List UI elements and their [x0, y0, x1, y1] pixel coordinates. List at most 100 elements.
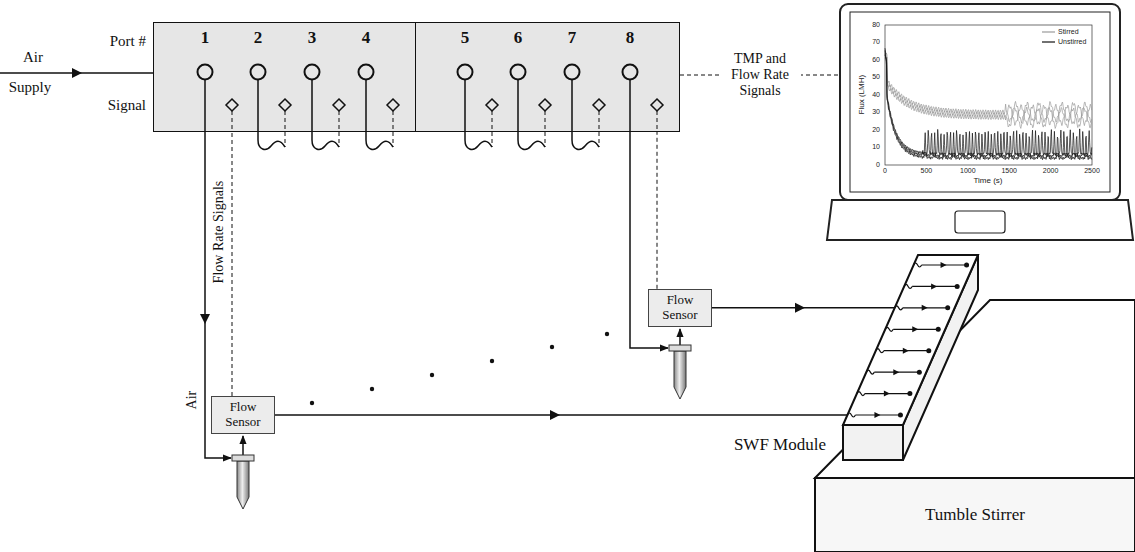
tumble-stirrer — [815, 478, 1135, 552]
air-port — [359, 65, 374, 80]
port-number: 5 — [461, 28, 470, 48]
air-port — [623, 65, 638, 80]
channel-arrow — [903, 348, 909, 354]
swf-module — [843, 425, 903, 460]
signal-wire — [545, 111, 546, 147]
signal-port — [486, 99, 498, 111]
channel-end — [907, 391, 912, 396]
signal-wire — [599, 111, 600, 147]
continuation-dots — [430, 373, 434, 377]
signal-wire — [393, 111, 394, 147]
air-port — [198, 65, 213, 80]
air-line — [275, 414, 847, 416]
stirred-curve — [885, 57, 1092, 128]
capped-tube — [366, 80, 393, 150]
channel-arrow — [931, 283, 937, 289]
legend-line — [1042, 41, 1055, 42]
unstirred-curve — [885, 50, 1092, 157]
channel-inlet — [895, 306, 903, 310]
chart-frame — [885, 25, 1092, 165]
channel-inlet — [857, 392, 865, 396]
tick-label: 1500 — [1001, 167, 1017, 175]
tick-label: 0 — [876, 161, 880, 169]
continuation-dots — [370, 387, 374, 391]
axis-title: Flux (LMH) — [857, 75, 866, 115]
signal-label: TMP and Flow Rate Signals — [719, 51, 801, 99]
continuation-dots — [550, 345, 554, 349]
stirred-curve — [885, 54, 1092, 126]
channel-inlet — [847, 413, 855, 417]
supply-label: Supply — [9, 79, 52, 96]
swf-module — [843, 255, 978, 425]
signal-port — [226, 99, 238, 111]
controller-housing — [153, 22, 680, 132]
flux-curve — [885, 48, 1092, 160]
capped-tube — [518, 80, 545, 150]
signal-port — [539, 99, 551, 111]
tick-label: 1000 — [960, 167, 976, 175]
port-number: 1 — [201, 28, 210, 48]
signal-connector — [232, 132, 233, 396]
continuation-dots — [490, 359, 494, 363]
chart-frame — [885, 25, 1092, 165]
signal-wire — [657, 111, 658, 132]
continuation-dots — [310, 332, 609, 405]
tick-label: 50 — [872, 73, 880, 81]
sensor-probe — [232, 455, 254, 461]
channel-arrow — [893, 369, 899, 375]
air-port — [305, 65, 320, 80]
channel-end — [926, 348, 931, 353]
channel-end — [964, 263, 969, 268]
flow-arrow — [200, 314, 210, 324]
signal-port — [226, 99, 663, 111]
flow-sensor-box: Flow Sensor — [211, 396, 275, 434]
sensor-probe — [237, 461, 249, 509]
part-name: SWF Module — [734, 435, 826, 455]
air-port — [458, 65, 473, 80]
signal-wire — [232, 111, 233, 132]
air-supply-line — [72, 68, 82, 78]
signal-port — [593, 99, 605, 111]
port-number: 7 — [568, 28, 577, 48]
row-heading: Signal — [108, 97, 146, 114]
channel-inlet — [914, 263, 922, 267]
module-channel — [847, 262, 969, 418]
air-supply-line — [0, 68, 153, 78]
channel-arrow — [874, 412, 880, 418]
laptop — [840, 4, 1120, 200]
tick-label: 500 — [921, 167, 933, 175]
signal-port — [279, 99, 291, 111]
port-number: 6 — [514, 28, 523, 48]
laptop — [850, 12, 1110, 192]
signal-port — [333, 99, 345, 111]
channel-inlet — [885, 327, 893, 331]
continuation-dots — [310, 401, 314, 405]
channel-arrow — [922, 305, 928, 311]
part-name: Tumble Stirrer — [925, 505, 1025, 525]
port-panel: 1234 — [153, 22, 416, 132]
capped-tube — [465, 80, 492, 150]
port-number: 3 — [308, 28, 317, 48]
tumble-stirrer — [815, 300, 1135, 552]
tick-label: 20 — [872, 126, 880, 134]
tick-label: 80 — [872, 21, 880, 29]
channel-inlet — [866, 370, 874, 374]
air-port — [251, 65, 266, 80]
signal-port — [651, 99, 663, 111]
sensor-label: Flow Sensor — [653, 293, 707, 323]
signal-connector — [657, 132, 658, 289]
channel-arrow — [912, 326, 918, 332]
channel-end — [945, 305, 950, 310]
legend-sample — [1042, 32, 1055, 42]
swf-module — [843, 255, 978, 460]
tick-label: 60 — [872, 56, 880, 64]
port-number: 8 — [626, 28, 635, 48]
air-label: Air — [184, 391, 200, 410]
tick-label: 0 — [883, 167, 887, 175]
tick-label: 2500 — [1084, 167, 1100, 175]
row-heading: Port # — [110, 33, 146, 50]
tick-label: 40 — [872, 91, 880, 99]
sensor-label: Flow Sensor — [216, 400, 270, 430]
